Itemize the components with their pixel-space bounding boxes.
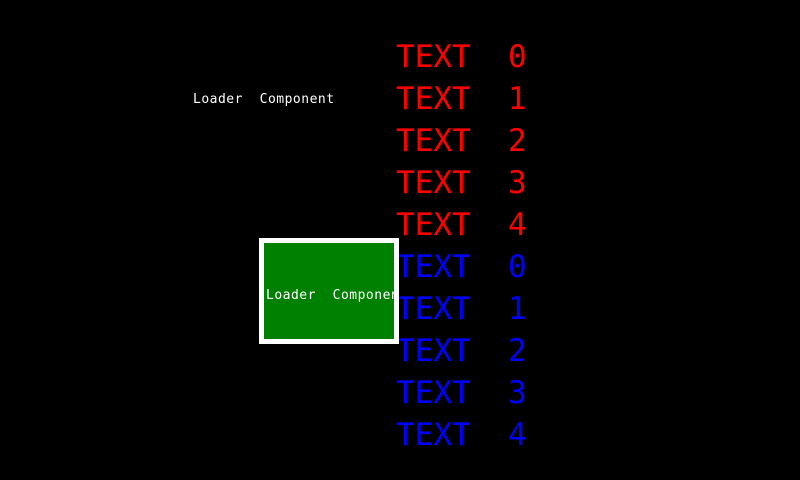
list-item: TEXT 0 bbox=[396, 39, 527, 75]
list-item: TEXT 2 bbox=[396, 333, 527, 369]
red-text-list: TEXT 0 TEXT 1 TEXT 2 TEXT 3 TEXT 4 bbox=[396, 36, 527, 246]
list-item: TEXT 4 bbox=[396, 417, 527, 453]
list-item: TEXT 4 bbox=[396, 207, 527, 243]
loader-box-label: Loader Component bbox=[266, 288, 399, 303]
list-item: TEXT 3 bbox=[396, 375, 527, 411]
top-loader-component-label: Loader Component bbox=[193, 92, 335, 107]
list-item: TEXT 0 bbox=[396, 249, 527, 285]
list-item: TEXT 3 bbox=[396, 165, 527, 201]
list-item: TEXT 2 bbox=[396, 123, 527, 159]
blue-text-list: TEXT 0 TEXT 1 TEXT 2 TEXT 3 TEXT 4 bbox=[396, 246, 527, 456]
loader-component-box: Loader Component bbox=[259, 238, 399, 344]
list-item: TEXT 1 bbox=[396, 81, 527, 117]
list-item: TEXT 1 bbox=[396, 291, 527, 327]
